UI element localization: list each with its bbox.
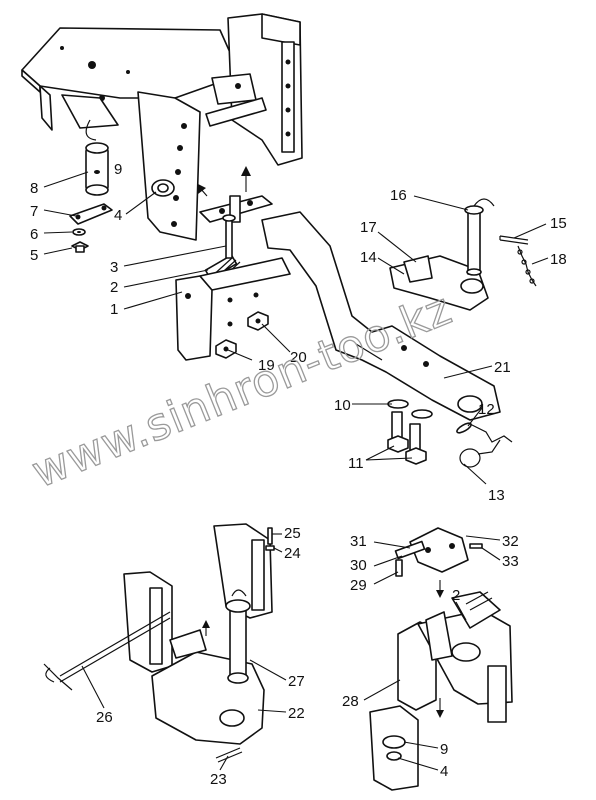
callout-1: 1 [110,301,118,318]
callout-9-bottom: 9 [440,741,448,758]
swivel-coupling-31 [409,527,483,573]
callout-31: 31 [350,533,367,550]
pin-8 [85,142,109,196]
callout-9-top: 9 [114,161,122,178]
callout-33: 33 [502,553,519,570]
callout-2-top: 2 [110,279,118,296]
callout-numbers: 8 7 6 5 9 4 3 2 1 19 20 10 11 12 13 14 1… [30,161,567,788]
hitch-crossbar [199,195,273,223]
callout-14: 14 [360,249,377,266]
retaining-clip-23 [215,747,243,763]
callout-32: 32 [502,533,519,550]
callout-21: 21 [494,359,511,376]
callout-12: 12 [478,401,495,418]
nut-19 [215,339,237,359]
washer-6 [72,228,86,236]
callout-4-bottom: 4 [440,763,448,780]
callout-4-top: 4 [114,207,122,224]
callout-30: 30 [350,557,367,574]
callout-25: 25 [284,525,301,542]
lift-direction-arrows [198,166,251,197]
callout-22: 22 [288,705,305,722]
washer-24 [265,545,275,551]
screw-25 [267,527,273,545]
callout-28: 28 [342,693,359,710]
callout-18: 18 [550,251,567,268]
callout-6: 6 [30,226,38,243]
upper-frame-plate [21,27,241,131]
bolts-11 [387,411,427,465]
callout-23: 23 [210,771,227,788]
callout-20: 20 [290,349,307,366]
pin-29 [395,559,403,577]
rear-guide-26 [43,571,173,691]
callout-8: 8 [30,180,38,197]
callout-13: 13 [488,487,505,504]
callout-2-bottom: 2 [452,587,460,604]
watermark-text: www.sinhron-too.kz [25,283,459,498]
callout-19: 19 [258,357,275,374]
bolt-5 [71,241,89,253]
callout-15: 15 [550,215,567,232]
hook-post-27 [213,523,273,684]
lower-plate-9-4 [369,705,419,791]
callout-29: 29 [350,577,367,594]
chain-12 [456,422,513,443]
left-side-plate [61,91,201,241]
pin-30 [394,540,426,560]
callout-26: 26 [96,709,113,726]
leader-lines [43,171,549,771]
lynch-pin-15 [499,235,529,245]
down-arrows [436,580,444,718]
callout-24: 24 [284,545,301,562]
bushing-9 [151,179,175,197]
lower-guide-1 [175,257,291,361]
callout-17: 17 [360,219,377,236]
retaining-plate-7 [69,203,113,225]
up-arrow [202,620,210,636]
clevis-bracket-14 [389,255,489,311]
callout-16: 16 [390,187,407,204]
callout-7: 7 [30,203,38,220]
callout-11: 11 [348,455,364,472]
callout-3: 3 [110,259,118,276]
drawbar-21 [261,211,501,421]
callout-27: 27 [288,673,305,690]
chain-18 [517,245,537,287]
right-side-bracket [205,13,303,166]
ring-13 [459,439,501,468]
pin-16 [464,198,495,276]
callout-5: 5 [30,247,38,264]
spring-pin-3 [222,214,236,259]
callout-10: 10 [334,397,351,414]
bracket-28 [397,591,513,723]
